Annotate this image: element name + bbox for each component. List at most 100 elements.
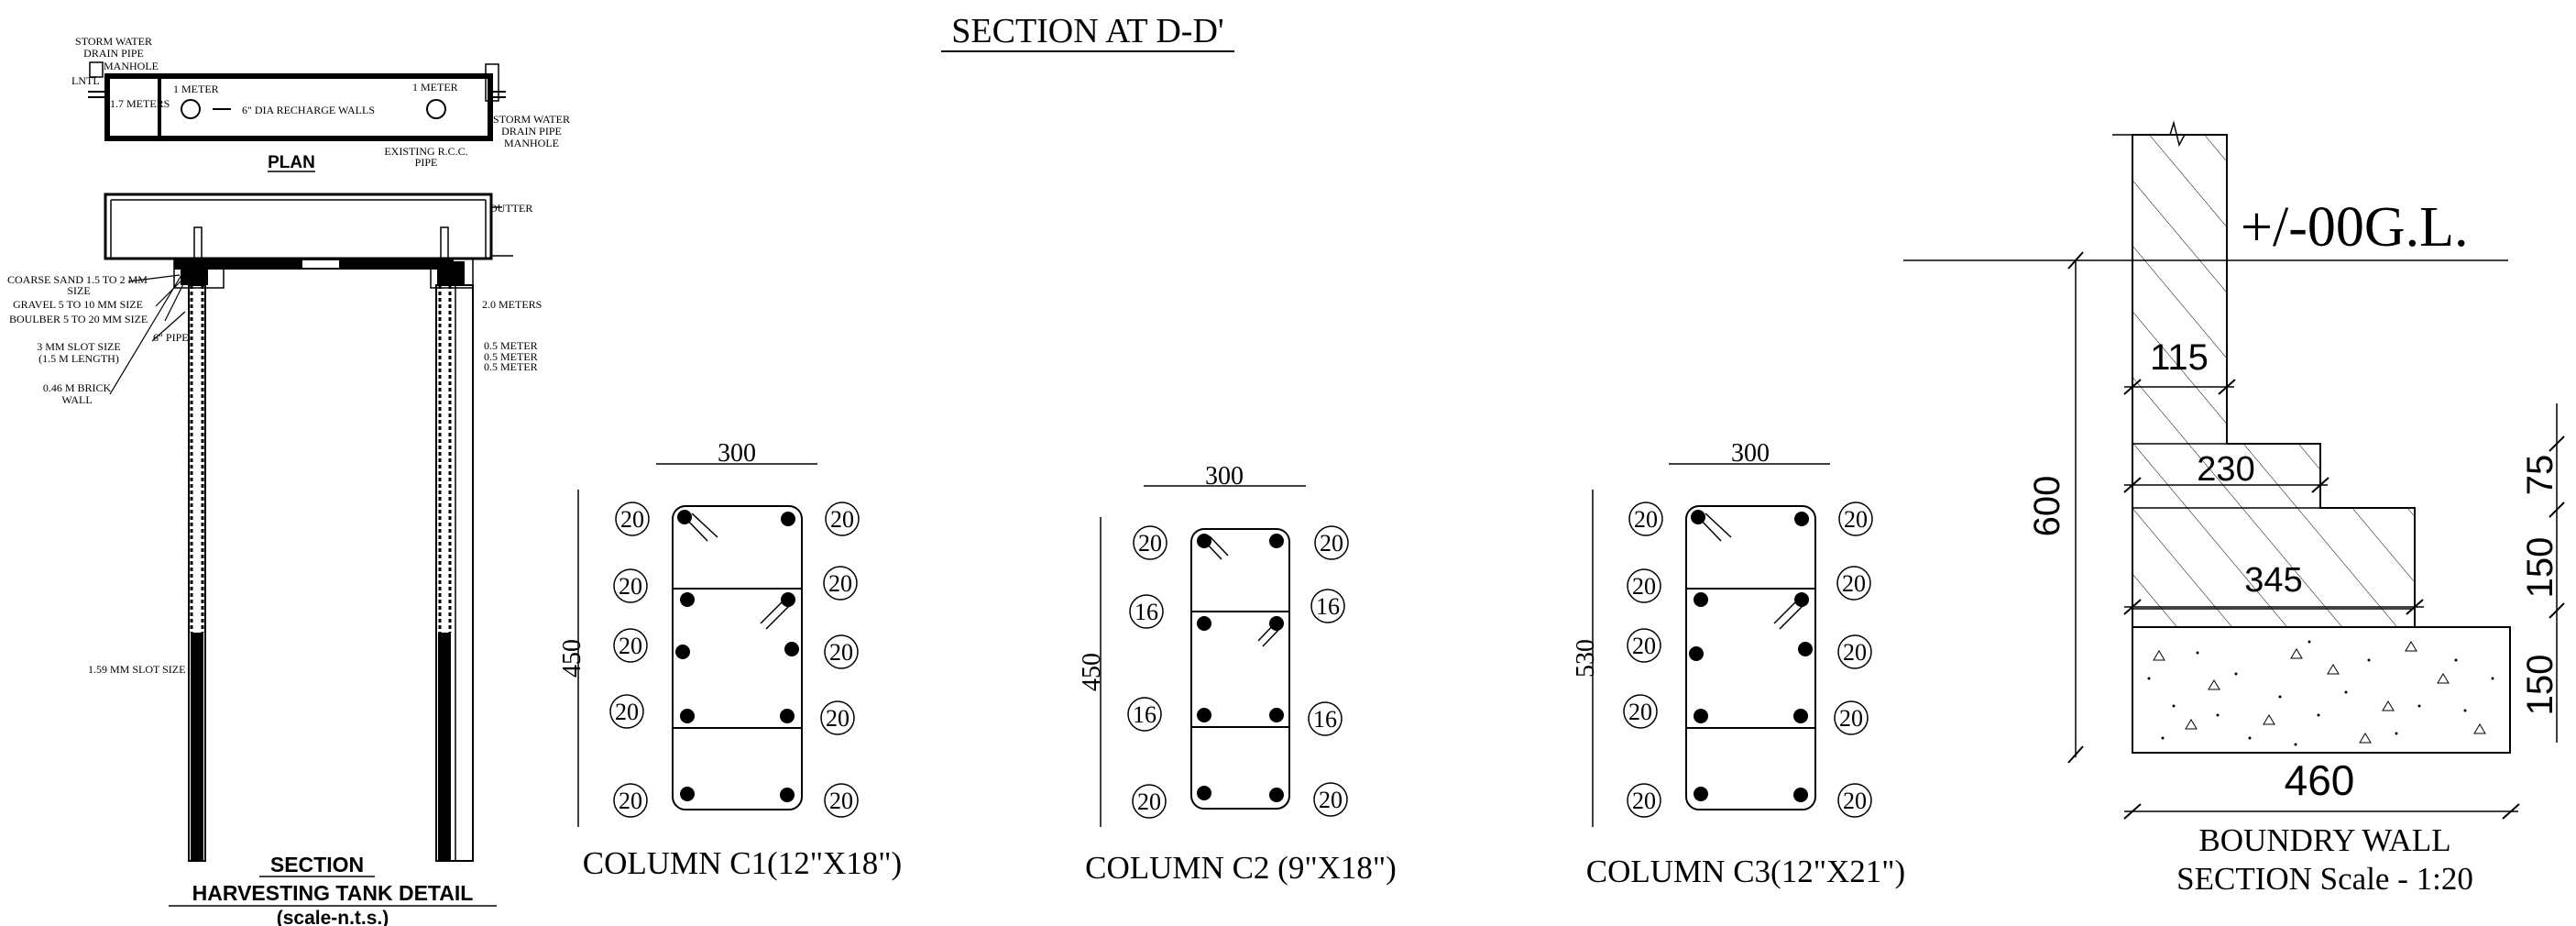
c3-bar-size-label: 20 xyxy=(1623,694,1658,729)
dim-460-tick-r xyxy=(2502,803,2520,820)
svg-text:20: 20 xyxy=(619,633,642,659)
tank-label-pipe: 6" PIPE xyxy=(153,331,189,344)
plan-manhole-right xyxy=(485,63,499,102)
c2-bar-size-label: 16 xyxy=(1310,589,1345,623)
c3-bar-size-label: 20 xyxy=(1628,502,1663,536)
c1-width-label: 300 xyxy=(718,439,756,468)
c1-bar xyxy=(680,787,695,801)
leader-brick xyxy=(109,274,182,395)
svg-text:20: 20 xyxy=(1839,705,1863,732)
column-c2: 300 450 20 16 16 20 20 16 16 20 COLUMN C… xyxy=(1078,462,1397,886)
pcc-dots xyxy=(2147,640,2494,746)
c3-hook-3 xyxy=(1773,599,1799,624)
c2-bar xyxy=(1197,616,1211,631)
c1-bar-size-label: 20 xyxy=(609,694,644,729)
c1-caption: COLUMN C1(12"X18") xyxy=(583,845,902,881)
tank-label-brick-1: 0.46 M BRICK xyxy=(43,381,112,394)
c3-bar xyxy=(1794,512,1809,526)
c3-width-label: 300 xyxy=(1731,439,1770,468)
c2-outline xyxy=(1190,528,1290,810)
plan-label-storm-right-2: DRAIN PIPE xyxy=(501,125,562,138)
wall-dim-150a: 150 xyxy=(2520,537,2560,599)
tank-label-boulder: BOULBER 5 TO 20 MM SIZE xyxy=(9,313,148,325)
c1-bar xyxy=(780,788,795,802)
c2-bar-size-label: 16 xyxy=(1127,697,1162,732)
c3-bar xyxy=(1691,510,1705,524)
c3-bar xyxy=(1794,592,1809,607)
plan-recharge-well-right xyxy=(426,99,446,119)
dim-345-tick-r xyxy=(2406,599,2424,615)
c3-bar-size-label: 20 xyxy=(1627,783,1661,818)
tank-label-half-1: 0.5 METER xyxy=(484,339,538,352)
c1-bar xyxy=(781,592,795,607)
dim-115-tick-l xyxy=(2123,379,2142,395)
c1-bar xyxy=(680,592,695,607)
c2-hook-2 xyxy=(1209,535,1229,557)
c1-bar-size-label: 20 xyxy=(820,700,855,735)
c1-bar-size-label: 20 xyxy=(613,568,648,603)
leader-coarse xyxy=(127,274,181,282)
svg-text:20: 20 xyxy=(1632,633,1656,659)
c1-bar xyxy=(781,512,795,526)
svg-text:20: 20 xyxy=(1634,506,1658,533)
svg-text:16: 16 xyxy=(1133,701,1156,728)
c3-bar xyxy=(1689,646,1704,661)
c3-bar xyxy=(1798,642,1813,656)
c2-bar-size-label: 20 xyxy=(1313,782,1348,817)
leader-pipe xyxy=(151,311,186,342)
plan-label-recharge: 6" DIA RECHARGE WALLS xyxy=(242,104,375,116)
dim-230-tick-l xyxy=(2123,477,2142,493)
c1-tie xyxy=(672,588,803,729)
plan-manhole-left xyxy=(89,61,104,78)
c1-bar-size-label: 20 xyxy=(615,502,650,536)
tank-section: OUTTER COARSE SAND 1.5 TO 2 MM SIZE GRAV… xyxy=(7,193,542,926)
c1-bar-size-label: 20 xyxy=(824,783,859,818)
tank-label-coarse-2: SIZE xyxy=(67,284,90,297)
right-well-slot-zone xyxy=(438,633,451,861)
svg-text:20: 20 xyxy=(1842,570,1866,597)
c2-bar xyxy=(1269,616,1284,631)
plan-label-storm-right-3: MANHOLE xyxy=(504,137,559,149)
svg-text:20: 20 xyxy=(1843,788,1867,814)
c3-bar xyxy=(1793,788,1808,802)
right-well-pipe-top xyxy=(440,226,449,272)
svg-text:20: 20 xyxy=(1319,787,1343,813)
column-c1: 300 450 20 20 20 20 20 20 20 20 20 20 CO… xyxy=(558,439,902,881)
svg-text:20: 20 xyxy=(1632,788,1656,814)
tank-label-slot-1: 3 MM SLOT SIZE xyxy=(37,340,120,353)
svg-text:20: 20 xyxy=(828,570,852,597)
plan-view: STORM WATER DRAIN PIPE MANHOLE LNTL 1 ME… xyxy=(71,35,570,172)
c2-bar xyxy=(1197,786,1211,800)
c2-bar xyxy=(1269,708,1284,722)
pcc-footing xyxy=(2132,626,2511,754)
plan-label-existing-1: EXISTING R.C.C. xyxy=(384,145,467,158)
svg-text:20: 20 xyxy=(1320,530,1343,557)
svg-text:20: 20 xyxy=(1843,639,1867,666)
dim-600-tick-b xyxy=(2067,745,2084,764)
svg-text:20: 20 xyxy=(619,573,642,600)
plan-label-one-meter-left: 1 METER xyxy=(173,83,219,95)
right-well-cap xyxy=(437,261,465,285)
c2-bar xyxy=(1197,534,1211,548)
plan-recharge-well-left xyxy=(181,99,201,119)
c2-bar xyxy=(1269,788,1284,802)
c1-outline xyxy=(672,505,803,810)
c2-bar xyxy=(1197,708,1211,722)
pcc-aggregate xyxy=(2153,641,2486,744)
svg-text:20: 20 xyxy=(829,788,853,814)
c3-bar-size-label: 20 xyxy=(1627,568,1661,603)
c1-height-label: 450 xyxy=(558,639,586,678)
wall-dim-345: 345 xyxy=(2244,561,2302,600)
right-well-bore xyxy=(435,284,474,862)
c1-bar-size-label: 20 xyxy=(824,634,859,669)
c3-hook-4 xyxy=(1779,604,1804,630)
c3-hook-2 xyxy=(1705,513,1732,538)
c3-bar xyxy=(1694,787,1708,801)
svg-text:16: 16 xyxy=(1135,599,1158,625)
svg-text:20: 20 xyxy=(1632,573,1656,600)
c2-width-label: 300 xyxy=(1205,462,1244,491)
c3-bar xyxy=(1793,709,1808,723)
section-title: SECTION xyxy=(270,853,364,876)
svg-text:16: 16 xyxy=(1316,593,1340,620)
